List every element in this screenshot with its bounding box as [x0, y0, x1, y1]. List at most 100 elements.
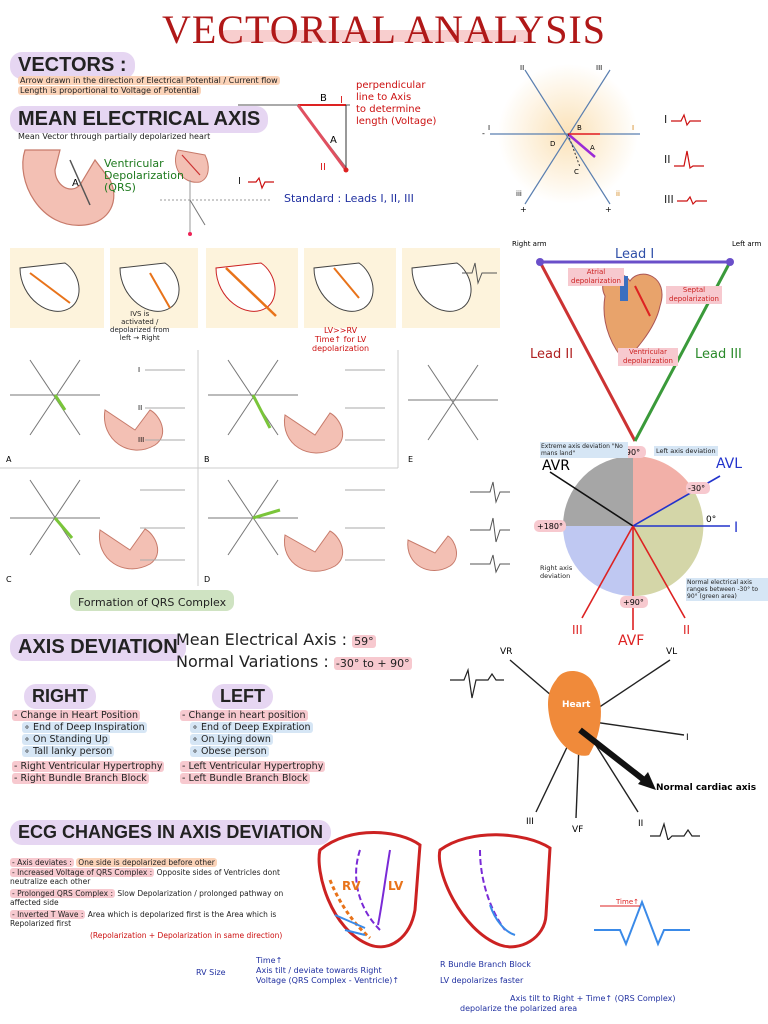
- lead1-label: Lead I: [615, 247, 654, 262]
- rbbb-label: R Bundle Branch Block: [440, 960, 531, 969]
- seq-heart-2: [110, 248, 198, 328]
- hexaxial-top: II III I I D B A C iii ii + + -: [482, 64, 640, 212]
- axis-avr: [549, 471, 634, 527]
- vectors-line1-text: Arrow drawn in the direction of Electric…: [18, 76, 280, 85]
- mea-value-line: Mean Electrical Axis : 59°: [176, 630, 376, 649]
- hex-lead-ii: II: [664, 140, 707, 180]
- normal-axis-arrow: [578, 727, 646, 783]
- hex-label-d: D: [550, 140, 555, 148]
- deg-0: 0°: [706, 515, 716, 525]
- hex-lead-iii-wave: [677, 195, 708, 206]
- left-item-5: - Left Bundle Branch Block: [180, 773, 310, 784]
- perp-line2: line to Axis: [356, 92, 412, 103]
- panel-a-lead-i: I: [138, 366, 140, 374]
- vd-line2: Depolarization: [104, 169, 184, 182]
- norm-var-label: Normal Variations :: [176, 652, 329, 671]
- qrs-caption: Formation of QRS Complex: [70, 590, 235, 611]
- right-dev-note: Right axis deviation: [540, 564, 573, 580]
- ecg-changes-heading: ECG CHANGES IN AXIS DEVIATION: [10, 820, 332, 845]
- left-item-2: ∘ On Lying down: [190, 734, 273, 745]
- ecg-item-3: - Inverted T Wave : Area which is depola…: [10, 909, 277, 928]
- norm-var-value: -30° to + 90°: [333, 657, 412, 670]
- vector-main: [296, 104, 348, 171]
- heart-label: Heart: [562, 700, 591, 710]
- hex-plus-2: +: [605, 205, 612, 212]
- lead-iii-label: III: [572, 623, 583, 637]
- hex-lead-waves: I II III: [664, 100, 708, 220]
- hex-minus-1: -: [482, 129, 485, 138]
- axis-right: Axis tilt to Right + Time↑ (QRS Complex): [510, 994, 676, 1003]
- ventricular-label: Ventricular depolarization: [618, 348, 678, 366]
- iii-label: III: [526, 817, 534, 827]
- vd-line1: Ventricular: [104, 157, 164, 170]
- ecg-changes-list: - Axis deviates : One side is depolarize…: [10, 858, 310, 940]
- avr-label: AVR: [542, 458, 570, 474]
- axis-iii: [524, 69, 611, 205]
- rv-axis-tilt: Axis tilt / deviate towards Right: [256, 966, 382, 975]
- normal-note: Normal electrical axis ranges between -3…: [686, 578, 768, 601]
- axis-deviation-heading: AXIS DEVIATION: [10, 634, 186, 661]
- seq-note1-l3: depolarized from: [110, 326, 170, 334]
- vd-label: Ventricular Depolarization (QRS): [104, 158, 184, 194]
- axis-dot: [188, 232, 192, 236]
- rbbb-notes: R Bundle Branch Block LV depolarizes fas…: [440, 960, 675, 1014]
- qrs-sequence-row: [10, 248, 500, 328]
- norm-var-line: Normal Variations : -30° to + 90°: [176, 652, 412, 671]
- ii-wave: [650, 821, 700, 840]
- vr-label: VR: [500, 647, 512, 657]
- perp-line3: to determine: [356, 104, 421, 115]
- vector-end: [343, 167, 349, 173]
- depol-area: depolarize the polarized area: [460, 1004, 578, 1013]
- seq-note1-l2: activated /: [121, 318, 159, 326]
- vec-i-label: I: [340, 95, 343, 106]
- i-label: I: [686, 733, 689, 743]
- vl-label: VL: [666, 647, 677, 657]
- left-item-1: ∘ End of Deep Expiration: [190, 722, 313, 733]
- vectors-line1: Arrow drawn in the direction of Electric…: [18, 76, 280, 86]
- perp-line4: length (Voltage): [356, 116, 437, 127]
- perp-line1: perpendicular: [356, 80, 426, 91]
- hex-label-i-right: I: [632, 124, 634, 132]
- right-item-4: - Right Ventricular Hypertrophy: [12, 761, 165, 772]
- seq-heart-3: [206, 248, 298, 328]
- vectors-line2-text: Length is proportional to Voltage of Pot…: [18, 86, 201, 95]
- quad-normal: [633, 491, 704, 597]
- time-small-label: Time↑: [615, 898, 639, 906]
- left-item-3: ∘ Obese person: [190, 746, 269, 757]
- panel-a: A I II III: [6, 359, 185, 464]
- hex-lead-ii-label: II: [664, 153, 671, 166]
- ecg-item-2: - Prolonged QRS Complex : Slow Depolariz…: [10, 888, 284, 907]
- panel-f: [407, 481, 510, 574]
- lead-ii-side: [538, 261, 637, 442]
- left-arm-label: Left arm: [732, 240, 761, 248]
- mea-lead-wave: [248, 176, 274, 190]
- rv-size: RV Size: [196, 968, 226, 977]
- left-list: - Change in heart position ∘ End of Deep…: [180, 710, 326, 785]
- panel-e: E: [408, 364, 498, 464]
- vec-a-label: A: [330, 135, 337, 146]
- vec-purple: [567, 133, 596, 158]
- hex-label-iii-top: III: [596, 64, 602, 72]
- t-wave-diagram: Time↑: [594, 898, 690, 947]
- ecg-repol: (Repolarization + Depolarization in same…: [90, 930, 283, 940]
- ecg-item-1: - Increased Voltage of QRS Complex : Opp…: [10, 867, 280, 886]
- vectors-heading: VECTORS :: [10, 52, 135, 79]
- avl-label: AVL: [716, 456, 742, 472]
- mea-heart-diagram: A: [22, 149, 270, 236]
- lead-i-label: I: [734, 520, 738, 536]
- panel-b: B: [204, 359, 385, 464]
- hex-lead-iii: III: [664, 180, 708, 220]
- quad-extreme: [563, 456, 633, 526]
- seq-note1-l1: IVS is: [130, 310, 150, 318]
- rv-time: Time↑: [256, 956, 283, 965]
- seq-note-1: IVS is activated / depolarized from left…: [110, 310, 169, 342]
- hex-label-i-left: I: [488, 124, 490, 132]
- right-list: - Change in Heart Position ∘ End of Deep…: [12, 710, 165, 785]
- seq-heart-4: [304, 248, 396, 328]
- mea-value: 59°: [352, 635, 376, 648]
- right-item-5: - Right Bundle Branch Block: [12, 773, 149, 784]
- ecg-item-0: - Axis deviates : One side is depolarize…: [10, 858, 217, 867]
- axis-circle: AVR AVL I AVF II III -90° -30° 0° +180° …: [534, 446, 742, 649]
- heart-shape: [22, 149, 115, 226]
- hex-lead-iii-label: III: [664, 193, 674, 206]
